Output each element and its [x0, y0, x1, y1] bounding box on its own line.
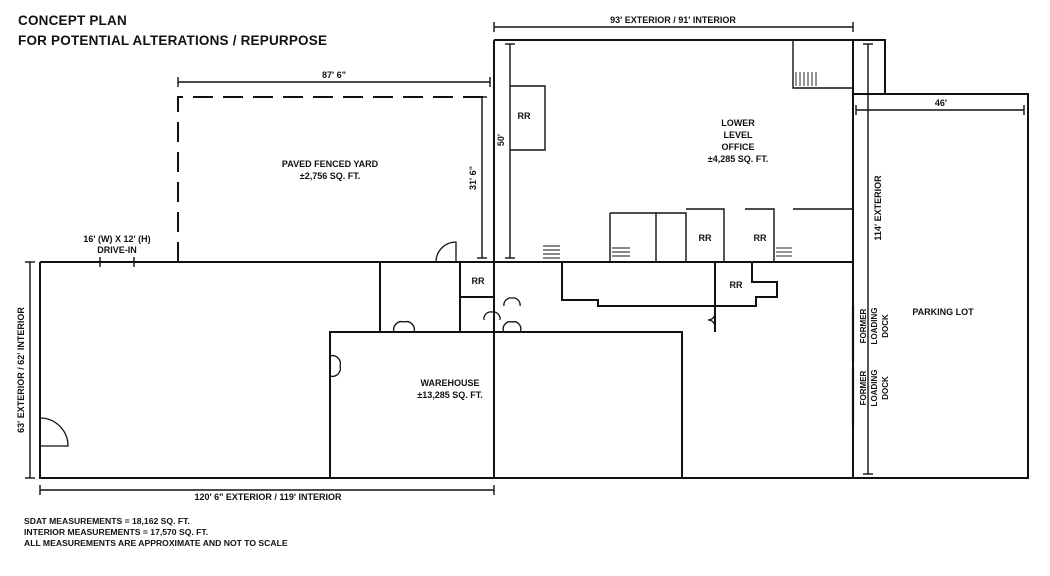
restroom-label: RR [730, 280, 743, 290]
office-room [510, 85, 546, 151]
dock-label: DOCK [881, 376, 890, 400]
office-room [745, 208, 775, 262]
note-sdat: SDAT MEASUREMENTS = 18,162 SQ. FT. [24, 516, 190, 526]
notes: SDAT MEASUREMENTS = 18,162 SQ. FT. INTER… [24, 516, 288, 549]
dock-label: DOCK [881, 314, 890, 338]
restroom-label: RR [754, 233, 767, 243]
dim-left-label: 63' EXTERIOR / 62' INTERIOR [16, 307, 26, 433]
dim-lot-label: 46' [935, 98, 947, 108]
restroom-label: RR [699, 233, 712, 243]
dock-label: LOADING [870, 308, 879, 345]
office-room [609, 212, 687, 262]
restroom-wall [714, 262, 778, 307]
warehouse-area: ±13,285 SQ. FT. [417, 390, 482, 400]
office-partition [561, 262, 716, 332]
restroom-label: RR [518, 111, 531, 121]
office-label-3: OFFICE [722, 142, 755, 152]
plan-title: CONCEPT PLAN [18, 13, 127, 28]
restroom-wall [459, 262, 494, 298]
dim-top-label: 93' EXTERIOR / 91' INTERIOR [610, 15, 736, 25]
note-interior: INTERIOR MEASUREMENTS = 17,570 SQ. FT. [24, 527, 209, 537]
right-block-wall [853, 39, 886, 94]
door-swing [502, 321, 522, 333]
yard-area: ±2,756 SQ. FT. [300, 171, 360, 181]
door-swing [393, 321, 415, 333]
note-disclaimer: ALL MEASUREMENTS ARE APPROXIMATE AND NOT… [24, 538, 288, 548]
yard-label: PAVED FENCED YARD [282, 159, 379, 169]
plan-subtitle: FOR POTENTIAL ALTERATIONS / REPURPOSE [18, 33, 328, 48]
office-label-2: LEVEL [723, 130, 753, 140]
door-swing [707, 311, 716, 329]
yard-fence [177, 96, 490, 262]
dock-label: FORMER [859, 370, 868, 405]
drive-in-size: 16' (W) X 12' (H) [83, 234, 150, 244]
dock-label: FORMER [859, 308, 868, 343]
door-swing [483, 311, 501, 321]
dim-yard-depth-label: 31' 6" [468, 166, 478, 190]
warehouse-label: WAREHOUSE [420, 378, 479, 388]
door-swing [329, 355, 341, 377]
dim-right-label: 114' EXTERIOR [873, 175, 883, 241]
office-label-1: LOWER [721, 118, 755, 128]
office-room [686, 208, 725, 262]
restroom-label: RR [472, 276, 485, 286]
office-outer-wall [493, 39, 854, 478]
dim-yard-label: 87' 6" [322, 70, 346, 80]
warehouse-partition [329, 331, 683, 478]
stairs [543, 72, 817, 259]
warehouse-outer-wall [39, 262, 853, 479]
office-room [792, 40, 853, 89]
parking-lot-outline [853, 93, 1029, 479]
dim-bottom-label: 120' 6" EXTERIOR / 119' INTERIOR [194, 492, 342, 502]
dock-label: LOADING [870, 370, 879, 407]
door-swing [435, 241, 457, 263]
door-swing [503, 297, 521, 307]
drive-in-label: DRIVE-IN [97, 245, 137, 255]
door-swing [39, 417, 69, 447]
office-area: ±4,285 SQ. FT. [708, 154, 768, 164]
parking-label: PARKING LOT [912, 307, 974, 317]
dim-office-label: 50' [496, 134, 506, 146]
